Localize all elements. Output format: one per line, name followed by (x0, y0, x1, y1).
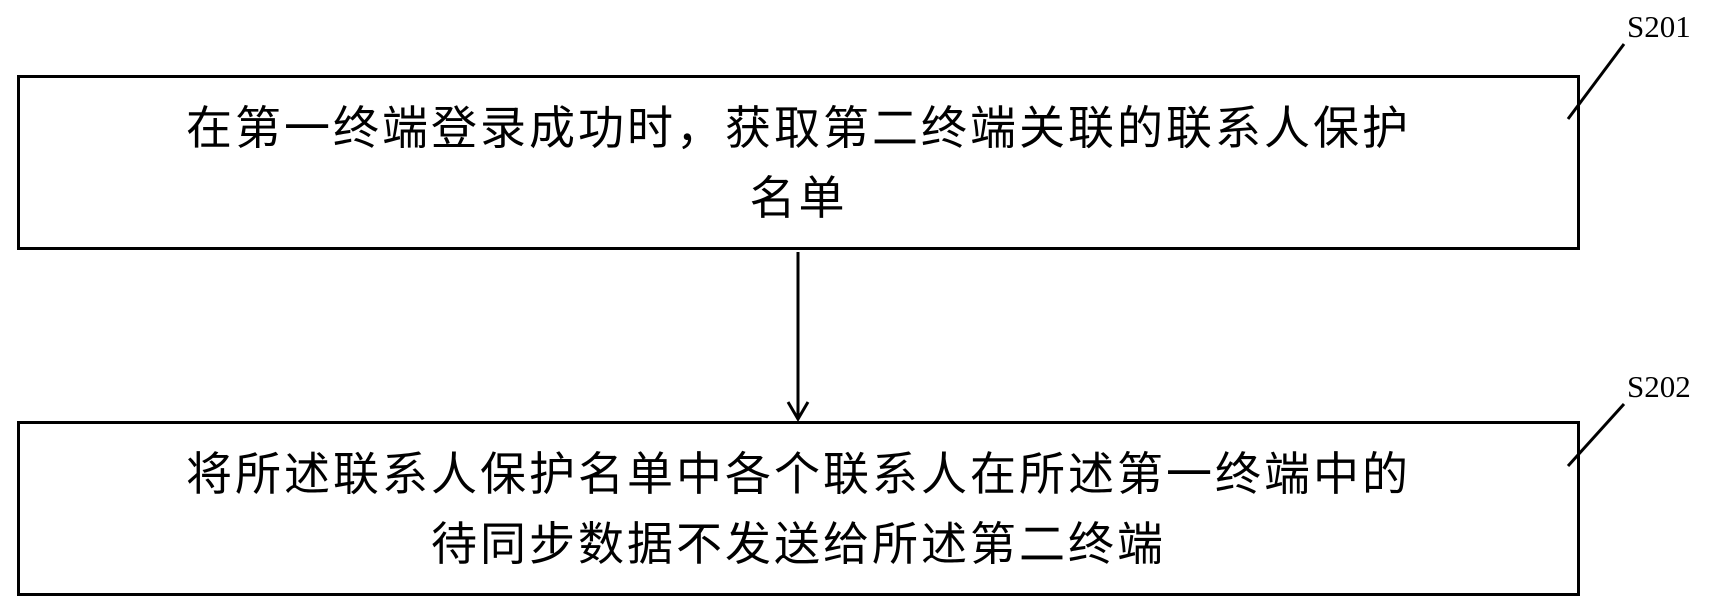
leader-line-s202 (1566, 402, 1626, 468)
step-box-s201: 在第一终端登录成功时，获取第二终端关联的联系人保护 名单 (17, 75, 1580, 250)
step-text-s202: 将所述联系人保护名单中各个联系人在所述第一终端中的 待同步数据不发送给所述第二终… (186, 446, 1411, 571)
leader-line-s201 (1566, 43, 1626, 120)
step-text-s201: 在第一终端登录成功时，获取第二终端关联的联系人保护 名单 (186, 100, 1411, 225)
step-label-s201: S201 (1627, 9, 1691, 44)
step-label-s202: S202 (1627, 369, 1691, 404)
step-box-s202: 将所述联系人保护名单中各个联系人在所述第一终端中的 待同步数据不发送给所述第二终… (17, 421, 1580, 596)
flow-arrow-head (786, 401, 810, 422)
